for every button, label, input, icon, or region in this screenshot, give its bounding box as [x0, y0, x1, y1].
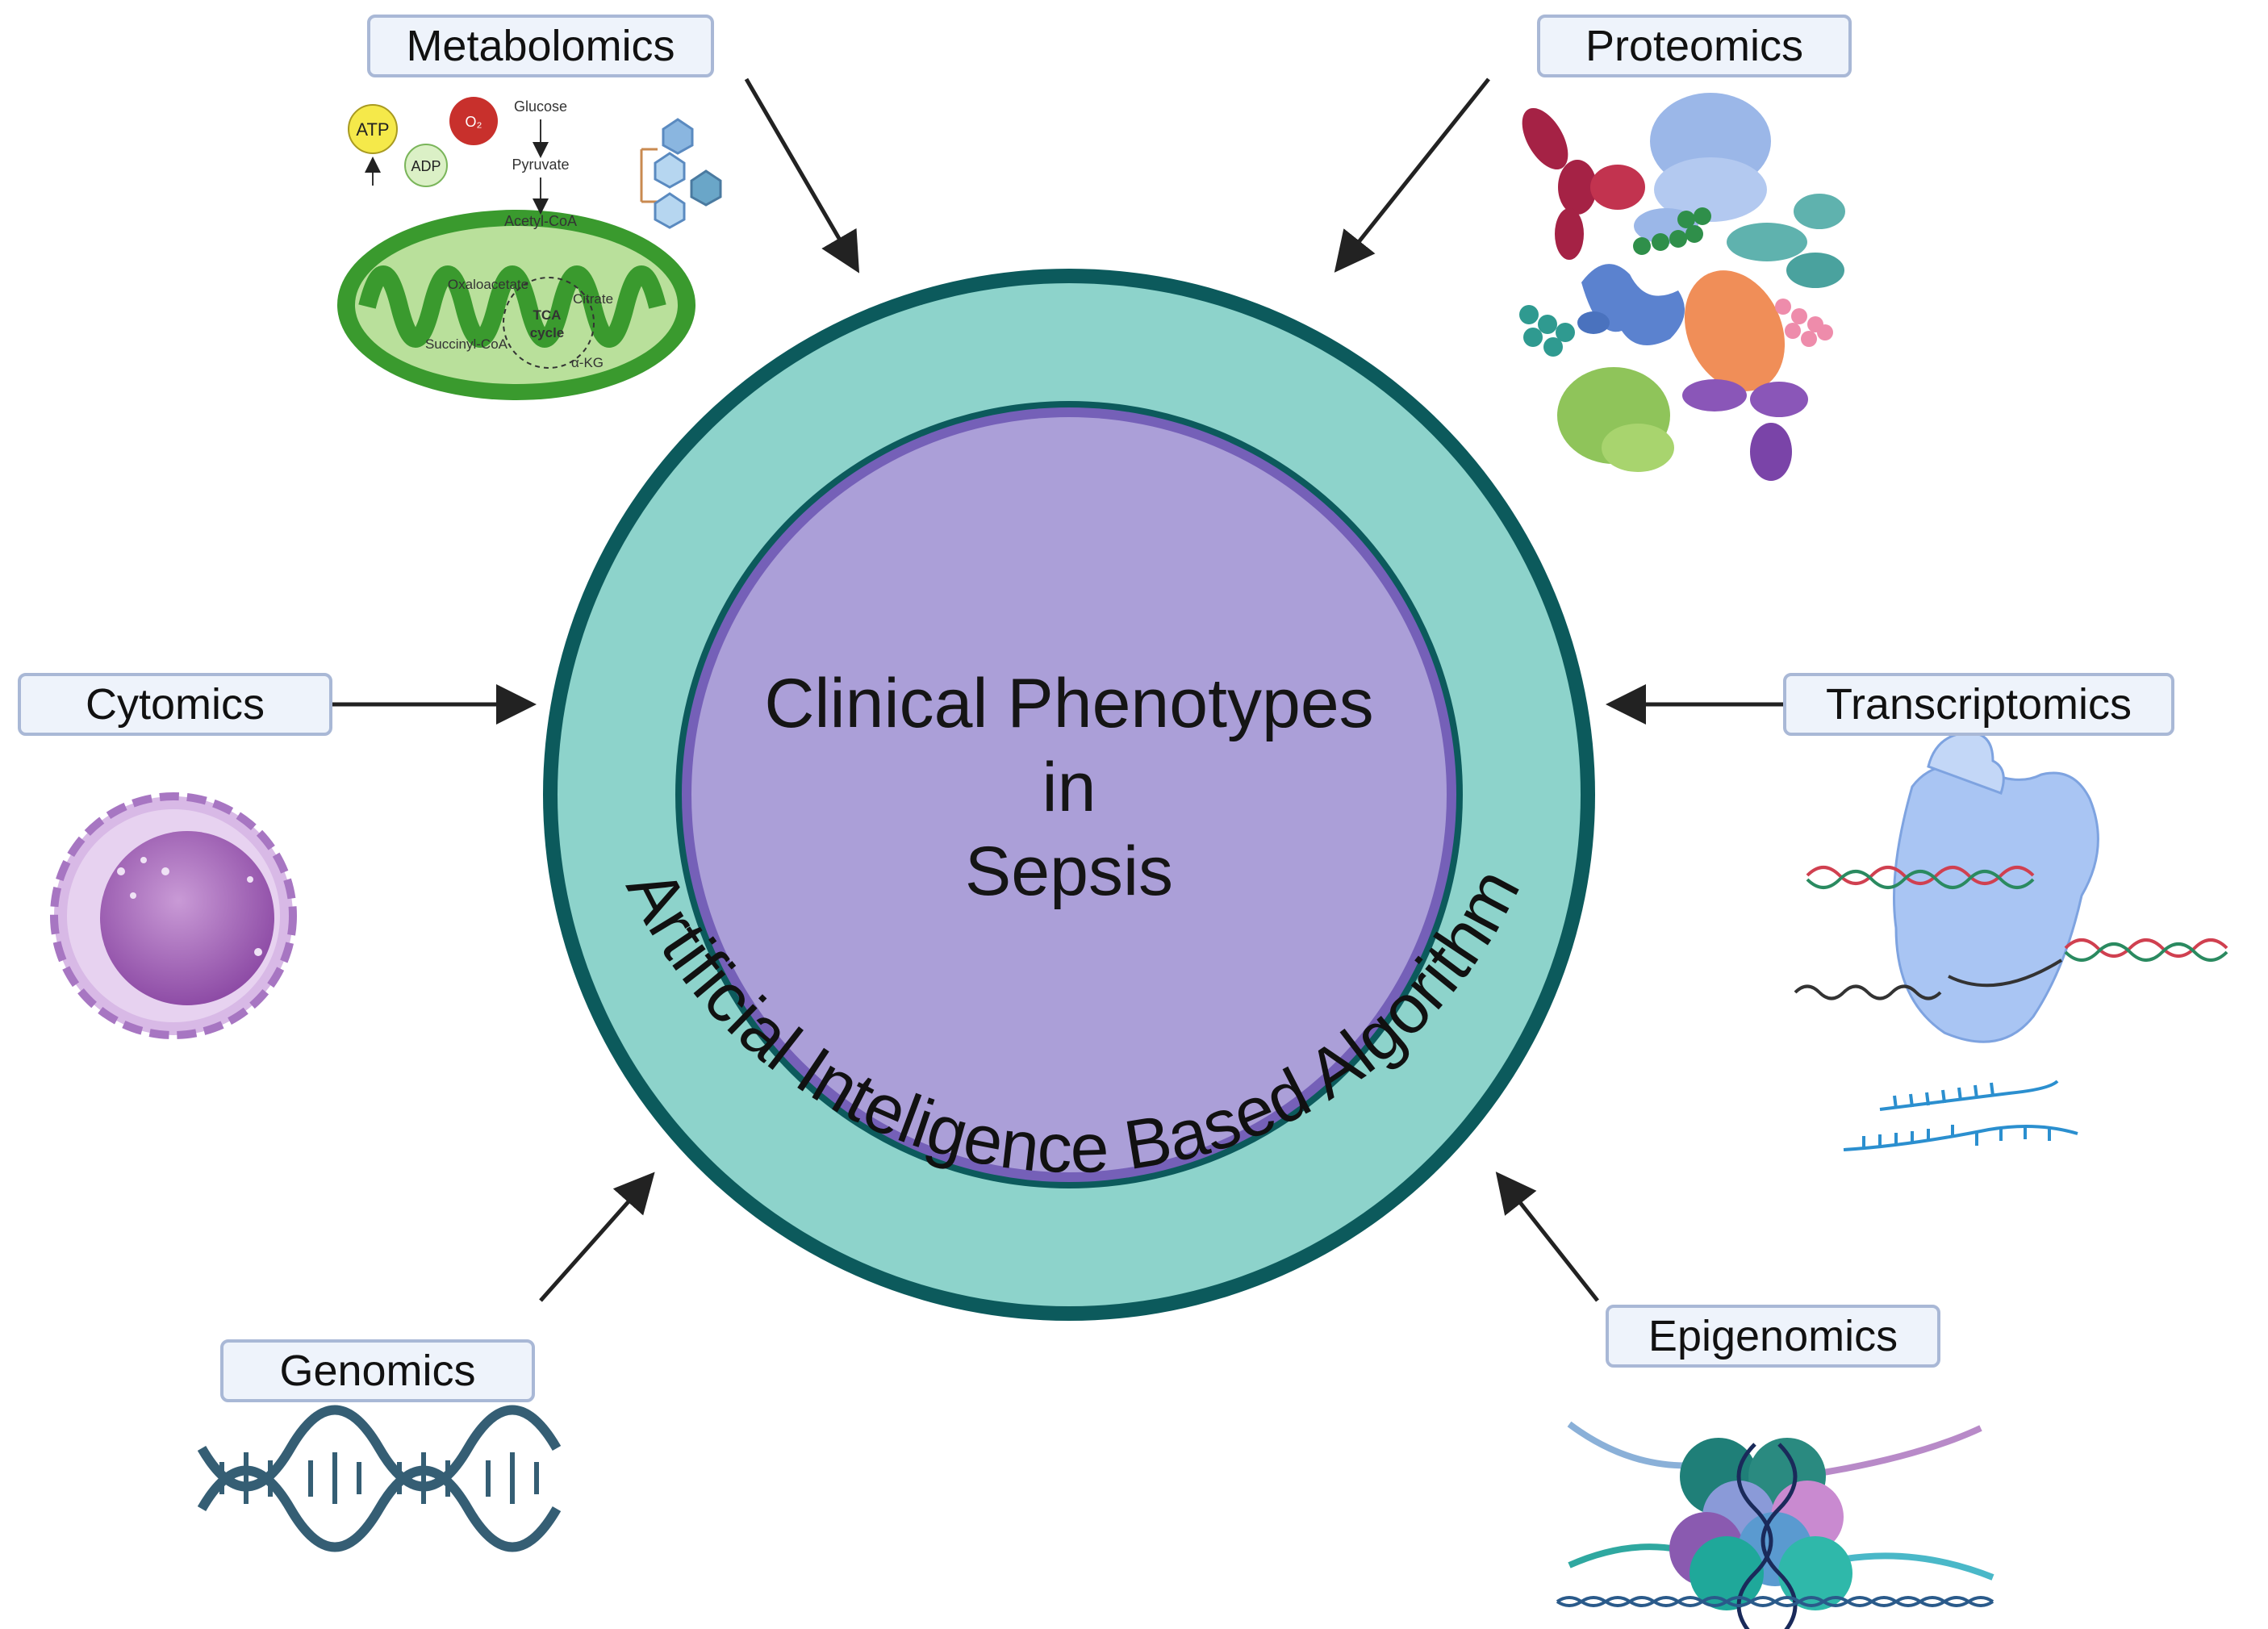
transcriptomics-label: Transcriptomics — [1783, 673, 2174, 736]
center-title-line-3: Sepsis — [964, 833, 1174, 910]
atp-label: ATP — [356, 119, 389, 140]
mitochondria-illustration: ATP ADP O₂ Glucose Pyruvate Acetyl-CoA O… — [337, 97, 722, 400]
metabolomics-label: Metabolomics — [367, 15, 714, 77]
adp-circle — [404, 144, 448, 187]
tca-label: TCA — [533, 307, 562, 323]
atp-circle — [348, 104, 398, 154]
proteomics-label: Proteomics — [1537, 15, 1852, 77]
glucose-label: Glucose — [514, 98, 567, 115]
arrow-metabolomics — [744, 77, 860, 274]
arrow-genomics — [539, 1172, 655, 1302]
transcription-illustration — [1794, 731, 2228, 1151]
proteins-illustration — [1519, 93, 1845, 481]
genomics-label: Genomics — [220, 1339, 535, 1402]
tca-cycle-ring — [503, 277, 595, 369]
molecule-icon — [640, 118, 722, 229]
dna-illustration — [197, 1405, 562, 1552]
oxaloacetate-label: Oxaloacetate — [448, 277, 528, 292]
arrows — [331, 77, 1783, 1302]
nucleosome-illustration — [1556, 1421, 1994, 1629]
center-ring: Artificial Inteligence Based Algorithm — [543, 269, 1595, 1321]
o2-label: O₂ — [466, 114, 482, 130]
citrate-label: Citrate — [573, 291, 613, 307]
cytomics-label: Cytomics — [18, 673, 332, 736]
inner-disc — [691, 417, 1447, 1172]
mitochondria-inner — [355, 226, 678, 384]
acetyl-coa-label: Acetyl-CoA — [504, 213, 577, 229]
center-title-line-1: Clinical Phenotypes — [764, 665, 1374, 742]
center-title-line-2: in — [1042, 749, 1096, 826]
adp-label: ADP — [411, 158, 441, 174]
o2-circle — [449, 97, 498, 145]
arrow-proteomics — [1334, 77, 1490, 273]
center-title: Clinical Phenotypes in Sepsis — [674, 662, 1464, 913]
cell-illustration — [50, 792, 297, 1039]
epigenomics-label: Epigenomics — [1606, 1305, 1940, 1368]
arrow-epigenomics — [1495, 1172, 1599, 1302]
rna-strands — [1843, 1080, 2078, 1151]
cristae — [358, 265, 666, 348]
cycle-label: cycle — [530, 325, 565, 340]
pyruvate-label: Pyruvate — [512, 157, 569, 173]
alpha-kg-label: α-KG — [571, 355, 604, 370]
succinyl-coa-label: Succinyl-CoA — [425, 336, 508, 352]
